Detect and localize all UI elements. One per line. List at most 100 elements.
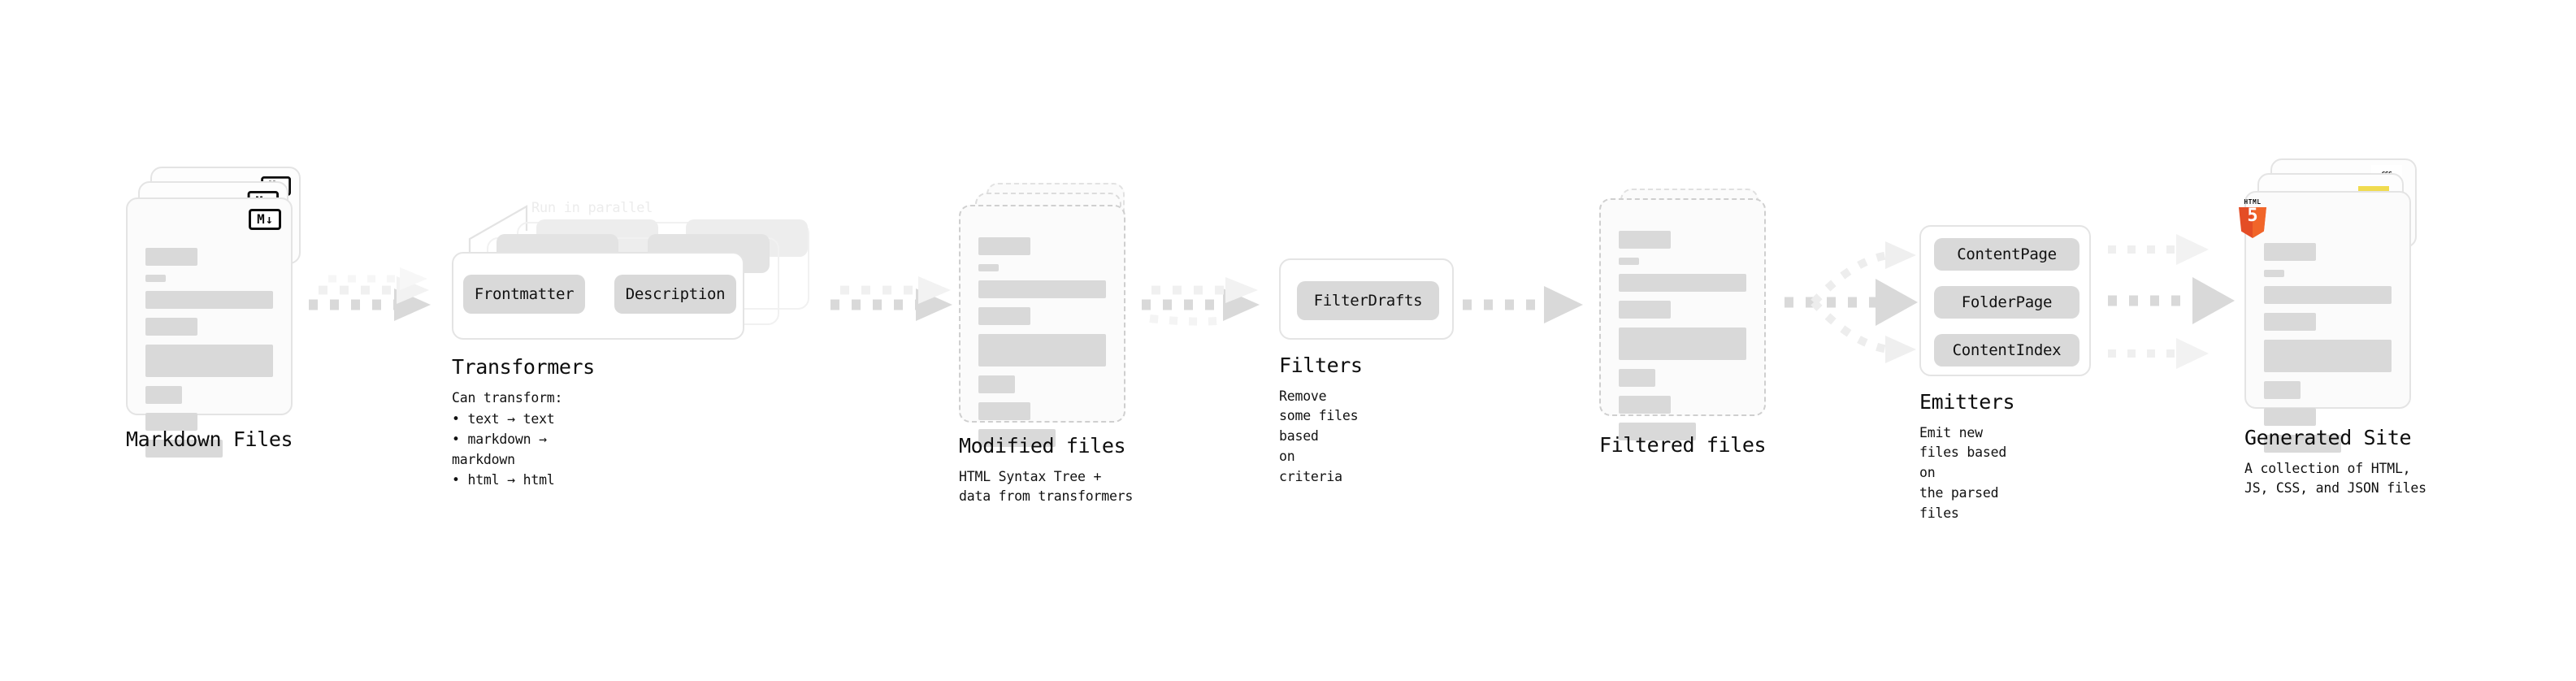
content-bar (145, 248, 197, 266)
connector-filters-to-filtered (1463, 286, 1583, 323)
emitter-chip-contentindex[interactable]: ContentIndex (1934, 334, 2079, 367)
list-item: • html → html (452, 471, 555, 488)
modified-files-title: Modified files (959, 434, 1126, 458)
filter-chip-filterdrafts[interactable]: FilterDrafts (1297, 281, 1439, 320)
markdown-badge-letter: M (257, 211, 265, 227)
transformer-chip-frontmatter[interactable]: Frontmatter (463, 275, 585, 314)
filters-caption: Filters Remove some files based on crite… (1279, 354, 1363, 487)
site-card-front: HTML 5 (2239, 191, 2411, 453)
content-bar (145, 318, 197, 336)
transformers-panel: Frontmatter Description (452, 252, 744, 340)
filtered-files-caption: Filtered files (1599, 433, 1767, 457)
content-bar (978, 375, 1015, 393)
stage-filtered-files: Filtered files (1599, 189, 1774, 456)
content-bar (145, 440, 223, 458)
modified-card-front (959, 205, 1125, 447)
modified-card-content (978, 237, 1106, 456)
content-bar (978, 237, 1030, 255)
filter-chip-label: FilterDrafts (1313, 292, 1423, 310)
content-bar (2264, 270, 2284, 277)
connector-emitters-to-site (2108, 234, 2235, 369)
content-bar (2264, 381, 2301, 399)
content-bar (978, 334, 1106, 367)
content-bar (978, 280, 1106, 298)
content-bar (2264, 340, 2392, 372)
transformer-chip-label: Description (625, 285, 726, 303)
emitters-title: Emitters (1919, 390, 2015, 414)
transformers-bullet-list: • text → text • markdown → markdown • ht… (452, 410, 595, 490)
markdown-badge-front: M↓ (249, 209, 281, 230)
filtered-card-content (1619, 231, 1746, 449)
html5-badge-icon: HTML 5 (2236, 199, 2269, 238)
list-item: • markdown → markdown (452, 432, 547, 467)
markdown-card-content (145, 248, 273, 466)
filters-title: Filters (1279, 354, 1363, 377)
stage-markdown-files: M↓ M↓ M↓ (126, 167, 301, 458)
content-bar (1619, 231, 1671, 249)
modified-file-stack (959, 183, 1134, 447)
run-in-parallel-label: Run in parallel (531, 200, 653, 216)
markdown-files-caption: Markdown Files (126, 428, 293, 451)
content-bar (2264, 313, 2316, 331)
content-bar (1619, 423, 1696, 440)
content-bar (1619, 274, 1746, 292)
content-bar (1619, 369, 1655, 387)
content-bar (145, 275, 166, 282)
modified-files-description: HTML Syntax Tree + data from transformer… (959, 468, 1134, 505)
transformers-lead: Can transform: (452, 389, 563, 406)
generated-site-title: Generated Site (2244, 426, 2412, 449)
content-bar (145, 291, 273, 309)
filtered-card-front (1599, 198, 1766, 440)
content-bar (1619, 327, 1746, 360)
emitters-caption: Emitters Emit new files based on the par… (1919, 390, 2015, 523)
content-bar (1619, 301, 1671, 319)
content-bar (978, 264, 999, 271)
content-bar (1619, 258, 1639, 265)
transformers-title: Transformers (452, 355, 595, 379)
generated-site-description: A collection of HTML, JS, CSS, and JSON … (2244, 460, 2426, 497)
content-bar (145, 386, 182, 404)
content-bar (145, 345, 273, 377)
markdown-files-title: Markdown Files (126, 427, 293, 451)
html5-badge-label: HTML (2244, 198, 2262, 206)
content-bar (2264, 286, 2392, 304)
site-card-content (2264, 243, 2392, 462)
html5-badge-digit: 5 (2247, 206, 2258, 226)
content-bar (2264, 408, 2316, 426)
filters-panel: FilterDrafts (1279, 258, 1454, 340)
emitter-chip-folderpage[interactable]: FolderPage (1934, 286, 2079, 319)
transformers-caption: Transformers Can transform: • text → tex… (452, 356, 595, 490)
filtered-file-stack (1599, 189, 1774, 440)
content-bar (978, 402, 1030, 420)
stage-generated-site: CSS HTML 5 (2239, 158, 2427, 496)
content-bar (978, 429, 1056, 447)
modified-files-caption: Modified files HTML Syntax Tree + data f… (959, 435, 1133, 507)
connector-modified-to-filters (1142, 277, 1260, 326)
emitters-description: Emit new files based on the parsed files (1919, 424, 2007, 521)
emitter-chip-label: FolderPage (1961, 293, 2053, 311)
connector-transformers-to-modified (830, 276, 952, 321)
filters-description: Remove some files based on criteria (1279, 388, 1359, 484)
connector-markdown-to-transformers (309, 267, 431, 321)
content-bar (145, 413, 197, 431)
emitter-chip-contentpage[interactable]: ContentPage (1934, 238, 2079, 271)
markdown-card-front: M↓ (126, 197, 293, 458)
content-bar (2264, 435, 2341, 453)
stage-modified-files: Modified files HTML Syntax Tree + data f… (959, 183, 1134, 504)
transformer-chip-description[interactable]: Description (614, 275, 736, 314)
list-item: • text → text (452, 411, 555, 427)
markdown-file-stack: M↓ M↓ M↓ (126, 167, 301, 458)
connector-filtered-to-emitters (1785, 241, 1918, 363)
filtered-files-title: Filtered files (1599, 433, 1767, 457)
content-bar (1619, 396, 1671, 414)
content-bar (978, 307, 1030, 325)
transformer-chip-label: Frontmatter (474, 285, 575, 303)
generated-site-caption: Generated Site A collection of HTML, JS,… (2244, 427, 2426, 499)
emitters-panel: ContentPage FolderPage ContentIndex (1919, 225, 2091, 376)
markdown-badge-arrow-icon: ↓ (265, 211, 273, 227)
emitter-chip-label: ContentIndex (1952, 341, 2062, 359)
content-bar (2264, 243, 2316, 261)
emitter-chip-label: ContentPage (1957, 245, 2057, 263)
